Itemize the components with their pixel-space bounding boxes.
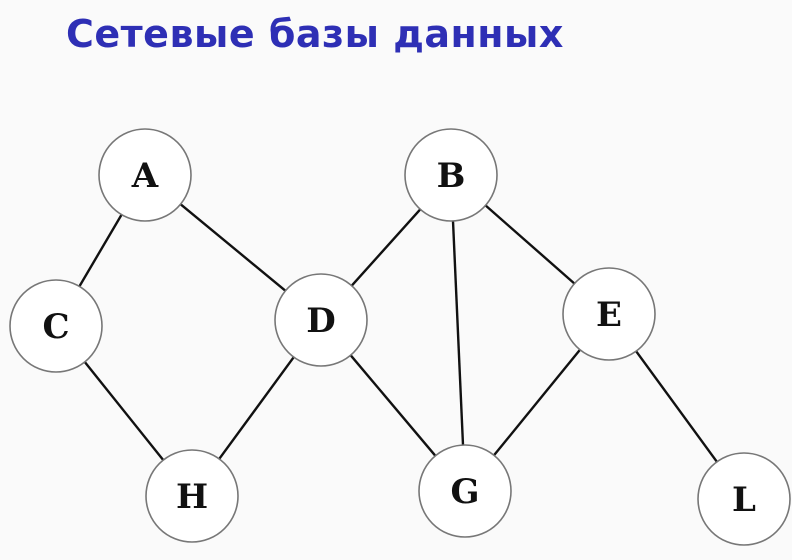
graph-nodes: A B C D E H G L xyxy=(9,128,791,546)
node-d: D xyxy=(274,273,368,367)
node-label: E xyxy=(596,295,622,335)
node-label: H xyxy=(176,477,208,517)
edge-e-g xyxy=(493,348,581,457)
node-circle xyxy=(274,273,368,367)
node-label: C xyxy=(42,307,69,347)
node-circle xyxy=(562,267,656,361)
node-circle xyxy=(418,444,512,538)
node-g: G xyxy=(418,444,512,538)
node-l: L xyxy=(697,452,791,546)
edge-d-g xyxy=(349,354,437,457)
edge-e-l xyxy=(635,350,718,463)
node-circle xyxy=(145,449,239,543)
edge-c-h xyxy=(83,361,165,461)
edge-a-c xyxy=(78,213,123,288)
diagram-title: Сетевые базы данных xyxy=(66,12,564,56)
node-e: E xyxy=(562,267,656,361)
node-circle xyxy=(404,128,498,222)
node-label: D xyxy=(306,301,335,341)
node-b: B xyxy=(404,128,498,222)
node-label: G xyxy=(450,472,479,512)
node-circle xyxy=(9,279,103,373)
graph-edges xyxy=(78,203,718,463)
node-circle xyxy=(98,128,192,222)
edge-d-h xyxy=(218,356,295,460)
node-label: L xyxy=(732,480,756,520)
node-label: A xyxy=(131,156,159,196)
node-label: B xyxy=(437,156,466,196)
edge-d-b xyxy=(350,208,422,287)
node-a: A xyxy=(98,128,192,222)
edge-a-d xyxy=(179,203,287,292)
edge-b-e xyxy=(484,204,576,285)
node-circle xyxy=(697,452,791,546)
node-c: C xyxy=(9,279,103,373)
node-h: H xyxy=(145,449,239,543)
edge-b-g xyxy=(451,220,465,446)
